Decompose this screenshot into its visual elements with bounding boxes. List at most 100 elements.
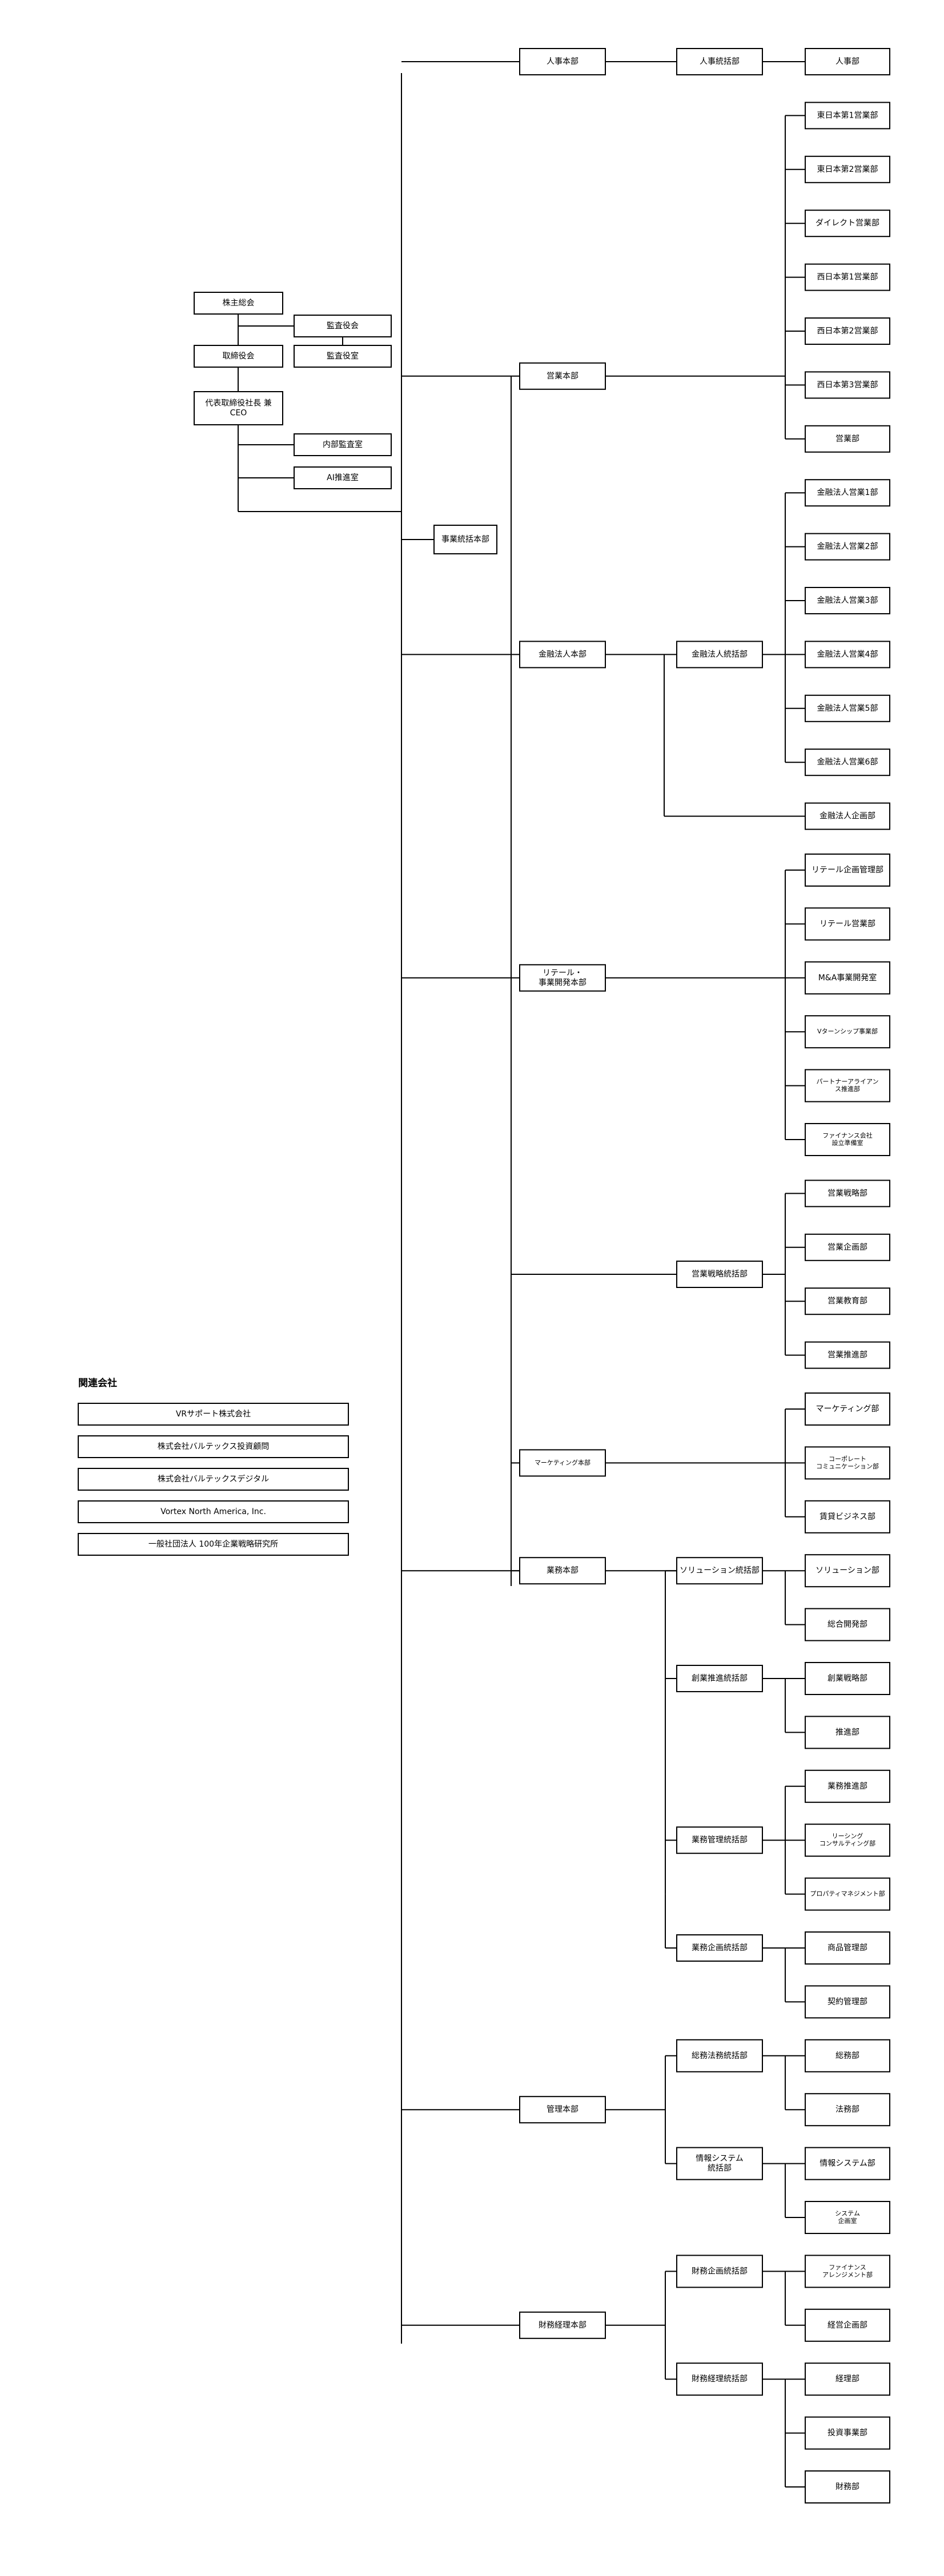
ops-planning-dept-2-label: 契約管理部 (827, 1997, 867, 2006)
startup-mid-box (676, 1665, 763, 1692)
finance-accounting-dept-2-box (805, 2416, 890, 2450)
strategy-dept-2-box (805, 1233, 890, 1261)
retail-dept-6-box (805, 1123, 890, 1156)
operations-hq: 業務本部 (519, 1557, 606, 1585)
fin-corp-dept-4: 金融法人営業4部 (805, 641, 890, 669)
retail-dept-1: リテール企画管理部 (805, 854, 890, 887)
business-hq-box (433, 525, 497, 554)
ops-mgmt-mid: 業務管理統括部 (676, 1826, 763, 1854)
admin-it-dept-1-box (805, 2147, 890, 2180)
startup-dept-1-box (805, 1662, 890, 1695)
ops-planning-dept-2: 契約管理部 (805, 1985, 890, 2019)
sales-dept-2-box (805, 155, 890, 183)
marketing-dept-1-label: マーケティング部 (816, 1404, 879, 1414)
internal-audit-office-label: 内部監査室 (323, 440, 363, 449)
affiliate-2-box (78, 1435, 349, 1458)
board-of-auditors: 監査役会 (294, 315, 392, 337)
strategy-dept-1-label: 営業戦略部 (827, 1189, 867, 1198)
solution-dept-1-label: ソリューション部 (816, 1566, 879, 1575)
admin-hq-label: 管理本部 (547, 2105, 579, 2114)
finance-accounting-dept-2-label: 投資事業部 (827, 2429, 867, 2438)
admin-legal-dept-1-label: 総務部 (835, 2051, 859, 2060)
admin-it-dept-2-label: システム (835, 2210, 860, 2217)
admin-legal-dept-1: 総務部 (805, 2039, 890, 2072)
finance-plan-dept-2-box (805, 2308, 890, 2342)
fin-corp-dept-4-label: 金融法人営業4部 (817, 650, 878, 659)
strategy-dept-3: 営業教育部 (805, 1287, 890, 1315)
solution-mid-box (676, 1557, 763, 1585)
fin-corp-dept-3: 金融法人営業3部 (805, 587, 890, 614)
shareholders-meeting-label: 株主総会 (223, 299, 255, 308)
ceo-label: 代表取締役社長 兼 (205, 399, 271, 408)
strategy-mid: 営業戦略統括部 (676, 1261, 763, 1288)
fin-corp-hq-label: 金融法人本部 (539, 650, 587, 659)
marketing-dept-2-label: コーポレート (829, 1455, 866, 1463)
admin-legal-dept-2-label: 法務部 (835, 2105, 859, 2114)
sales-dept-3-label: ダイレクト営業部 (816, 219, 879, 228)
ops-planning-mid-label: 業務企画統括部 (692, 1943, 748, 1953)
ai-promotion-office-box (294, 466, 392, 489)
sales-dept-1-box (805, 102, 890, 130)
fin-corp-dept-1-label: 金融法人営業1部 (817, 488, 878, 497)
retail-hq: リテール・事業開発本部 (519, 964, 606, 992)
admin-it-dept-1-label: 情報システム部 (820, 2159, 875, 2168)
retail-dept-1-box (805, 854, 890, 887)
fin-corp-dept-1: 金融法人営業1部 (805, 479, 890, 507)
finance-accounting-mid: 財務経理統括部 (676, 2362, 763, 2396)
ai-promotion-office: AI推進室 (294, 466, 392, 489)
board-of-auditors-box (294, 315, 392, 337)
ops-planning-mid: 業務企画統括部 (676, 1934, 763, 1962)
finance-hq-label: 財務経理本部 (539, 2321, 587, 2330)
finance-plan-dept-2: 経営企画部 (805, 2308, 890, 2342)
retail-dept-3-label: M&A事業開発室 (818, 973, 877, 983)
ops-mgmt-dept-1-label: 業務推進部 (827, 1782, 867, 1791)
admin-it-mid-label: 情報システム (696, 2154, 744, 2163)
ops-mgmt-dept-3-box (805, 1877, 890, 1911)
retail-hq-label: リテール・ (543, 968, 583, 977)
admin-legal-mid: 総務法務統括部 (676, 2039, 763, 2072)
sales-dept-3-box (805, 210, 890, 238)
ops-mgmt-dept-2-label: コンサルティング部 (820, 1840, 875, 1848)
ops-mgmt-dept-2-box (805, 1824, 890, 1857)
ops-planning-dept-1-label: 商品管理部 (827, 1943, 867, 1953)
ops-mgmt-dept-3: プロパティマネジメント部 (805, 1877, 890, 1911)
retail-dept-4-label: Vターンシップ事業部 (817, 1027, 878, 1035)
admin-legal-mid-label: 総務法務統括部 (692, 2051, 748, 2060)
finance-accounting-dept-1: 経理部 (805, 2362, 890, 2396)
sales-dept-5-label: 西日本第2営業部 (817, 326, 878, 336)
affiliate-5: 一般社団法人 100年企業戦略研究所 (78, 1533, 349, 1556)
marketing-hq-label: マーケティング本部 (535, 1458, 590, 1466)
solution-dept-1-box (805, 1554, 890, 1588)
sales-dept-1: 東日本第1営業部 (805, 102, 890, 130)
sales-dept-6-box (805, 371, 890, 399)
affiliate-4-box (78, 1500, 349, 1523)
finance-accounting-dept-3: 財務部 (805, 2470, 890, 2503)
sales-dept-7: 営業部 (805, 425, 890, 453)
fin-corp-dept-4-box (805, 641, 890, 669)
hr-dept-label: 人事部 (835, 57, 859, 66)
finance-plan-dept-2-label: 経営企画部 (827, 2320, 867, 2330)
sales-dept-4-label: 西日本第1営業部 (817, 272, 878, 282)
marketing-dept-1: マーケティング部 (805, 1392, 890, 1426)
retail-dept-5-label: パートナーアライアン (816, 1078, 878, 1085)
retail-dept-4-box (805, 1015, 890, 1049)
retail-dept-4: Vターンシップ事業部 (805, 1015, 890, 1049)
solution-mid-label: ソリューション統括部 (680, 1566, 760, 1575)
fin-corp-dept-3-label: 金融法人営業3部 (817, 596, 878, 605)
admin-it-dept-2-label: 企画室 (838, 2217, 857, 2225)
ops-mgmt-dept-1: 業務推進部 (805, 1769, 890, 1803)
ops-mgmt-dept-1-box (805, 1769, 890, 1803)
sales-dept-6-label: 西日本第3営業部 (817, 380, 878, 389)
affiliate-3-box (78, 1468, 349, 1491)
fin-corp-dept-5: 金融法人営業5部 (805, 694, 890, 722)
ops-mgmt-mid-label: 業務管理統括部 (692, 1836, 748, 1845)
marketing-dept-3-box (805, 1500, 890, 1533)
ai-promotion-office-label: AI推進室 (327, 473, 359, 482)
fin-corp-dept-6: 金融法人営業6部 (805, 748, 890, 776)
strategy-dept-1: 営業戦略部 (805, 1180, 890, 1208)
